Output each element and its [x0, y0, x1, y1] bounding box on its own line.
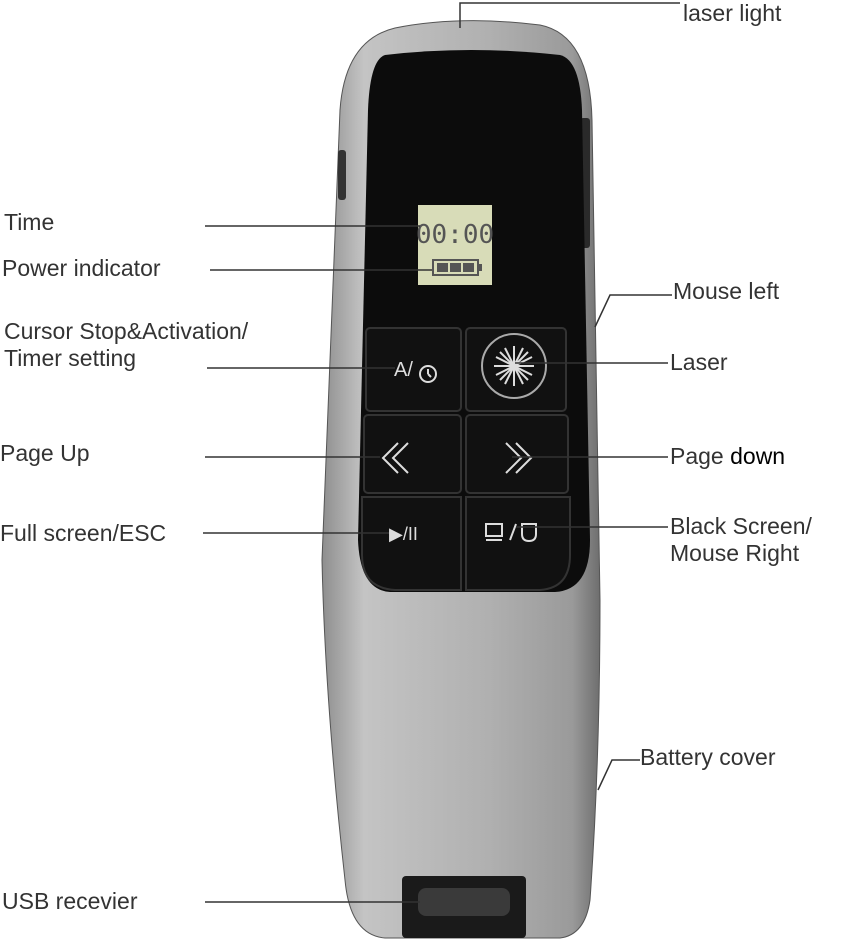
label-mouse-left: Mouse left	[673, 278, 780, 304]
screen-mouse-icon	[485, 523, 537, 543]
black-screen-button[interactable]	[465, 496, 571, 591]
label-page-down: Page down	[670, 443, 785, 470]
label-laser-light: laser light	[683, 0, 782, 26]
label-power-indicator: Power indicator	[2, 255, 161, 281]
timer-button-label: A/	[394, 359, 413, 381]
label-page-up: Page Up	[0, 440, 90, 466]
label-line: Black Screen/	[670, 513, 812, 539]
label-part: down	[730, 443, 786, 469]
laser-icon	[481, 333, 547, 399]
leader-lines	[203, 2, 680, 903]
usb-receiver	[402, 876, 526, 938]
battery-icon	[432, 259, 482, 276]
page-down-icon	[505, 442, 533, 474]
label-laser: Laser	[670, 349, 728, 375]
timer-button[interactable]	[365, 327, 462, 412]
label-full-screen: Full screen/ESC	[0, 520, 167, 546]
label-line: Mouse Right	[670, 540, 800, 566]
fullscreen-button[interactable]	[361, 496, 462, 591]
label-usb-receiver: USB recevier	[2, 888, 138, 914]
label-battery-cover: Battery cover	[640, 744, 776, 770]
page-up-button[interactable]	[363, 414, 462, 494]
label-part: Page	[670, 443, 731, 469]
alarm-clock-icon	[419, 365, 437, 383]
label-time: Time	[4, 209, 55, 235]
label-line: Cursor Stop&Activation/	[4, 318, 249, 344]
label-black-screen: Black Screen/ Mouse Right	[670, 513, 812, 567]
page-up-icon	[381, 442, 409, 474]
lcd-time: 00:00	[416, 220, 494, 250]
side-button-left	[338, 150, 346, 200]
play-pause-label: ▶/II	[389, 524, 418, 544]
label-cursor-timer: Cursor Stop&Activation/ Timer setting	[4, 318, 248, 372]
label-line: Timer setting	[4, 345, 137, 371]
